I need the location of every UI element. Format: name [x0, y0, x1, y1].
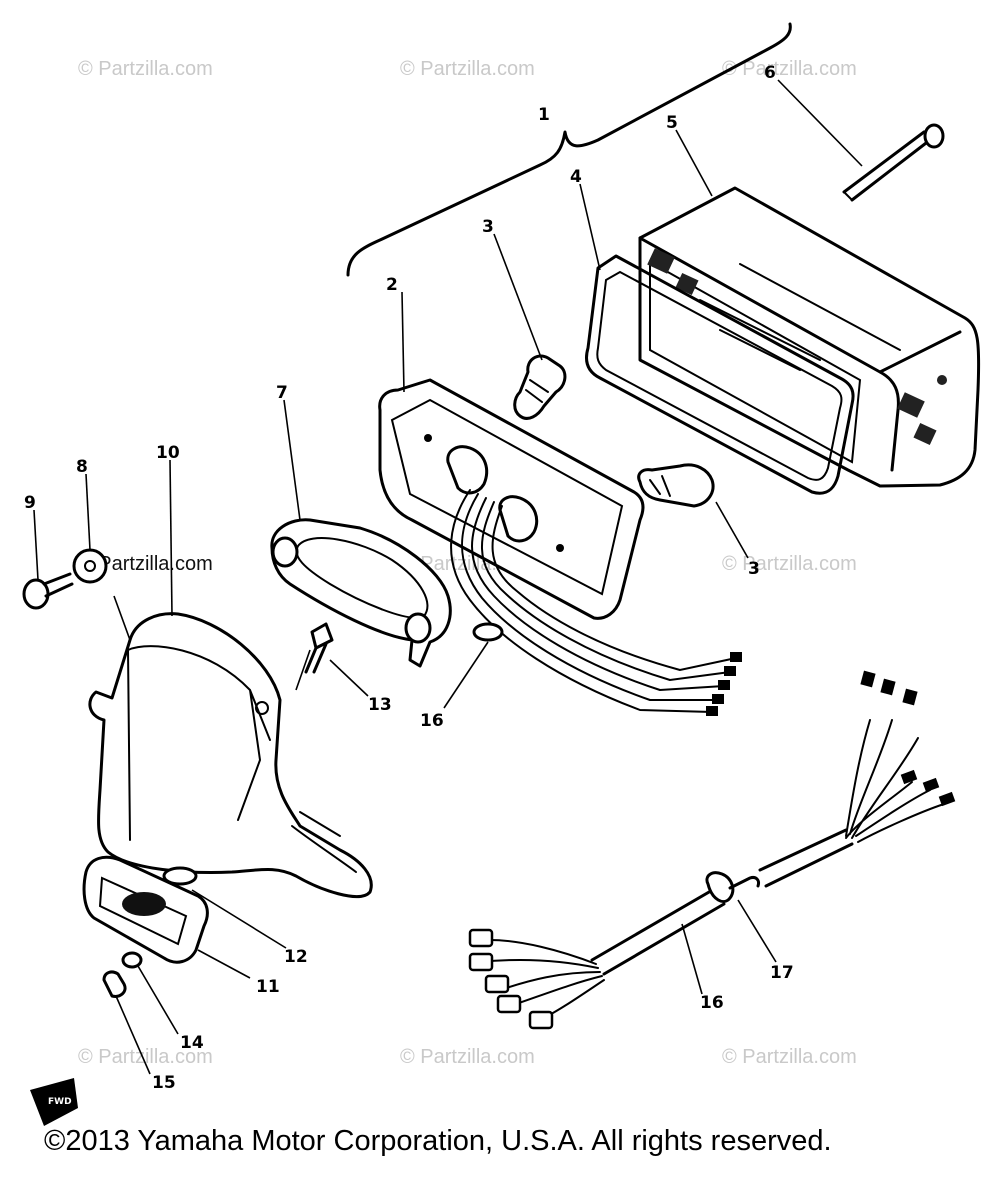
callout-3: 3: [482, 217, 494, 237]
part-bracket-plate: [270, 518, 452, 668]
callout-12: 12: [284, 947, 308, 967]
callout-4: 4: [570, 167, 582, 187]
watermarks: © Partzilla.com © Partzilla.com © Partzi…: [78, 58, 857, 1068]
part-license-light: [82, 855, 209, 964]
part-gasket-inner: [596, 270, 843, 481]
watermark: © Partzilla.com: [78, 553, 213, 575]
callout-16: 16: [700, 993, 724, 1013]
callout-16: 16: [420, 711, 444, 731]
part-stud: [304, 622, 334, 674]
callout-14: 14: [180, 1033, 204, 1053]
watermark: © Partzilla.com: [400, 58, 535, 80]
callout-15: 15: [152, 1073, 176, 1093]
callout-13: 13: [368, 695, 392, 715]
watermark: © Partzilla.com: [722, 553, 857, 575]
forward-arrow-icon: FWD: [30, 1078, 78, 1126]
callout-1: 1: [538, 105, 550, 125]
part-wire-harness: [468, 670, 956, 1030]
callout-10: 10: [156, 443, 180, 463]
part-washer: [72, 548, 108, 584]
copyright-notice: ©2013 Yamaha Motor Corporation, U.S.A. A…: [44, 1125, 832, 1157]
part-screw: [22, 572, 74, 610]
harness-upper: [450, 489, 742, 716]
part-grommet: [162, 866, 198, 886]
callout-5: 5: [666, 113, 678, 133]
part-gasket: [585, 254, 855, 495]
assembly-bracket: [346, 22, 792, 277]
callout-8: 8: [76, 457, 88, 477]
watermark: © Partzilla.com: [722, 1046, 857, 1068]
leader-lines: [33, 79, 863, 1075]
callouts: 1 2 3 3 4 5 6 7 8 9 10 11 12 13 14 15 16…: [24, 63, 794, 1093]
part-bolt: [842, 123, 945, 202]
callout-2: 2: [386, 275, 398, 295]
fwd-label: FWD: [48, 1097, 72, 1107]
watermark: © Partzilla.com: [78, 1046, 213, 1068]
part-screw-small: [102, 970, 127, 998]
callout-11: 11: [256, 977, 280, 997]
watermark: © Partzilla.com: [400, 1046, 535, 1068]
part-bulb-lower: [637, 463, 715, 508]
watermark: © Partzilla.com: [78, 58, 213, 80]
callout-7: 7: [276, 383, 288, 403]
part-bulb-upper: [513, 354, 567, 420]
part-nut: [121, 951, 143, 969]
part-lens-housing: [638, 186, 981, 488]
watermark: © Partzilla.com: [722, 58, 857, 80]
part-license-bracket: [88, 612, 373, 898]
callout-3: 3: [748, 559, 760, 579]
callout-6: 6: [764, 63, 776, 83]
callout-17: 17: [770, 963, 794, 983]
callout-9: 9: [24, 493, 36, 513]
reflector-pattern: [647, 248, 947, 446]
